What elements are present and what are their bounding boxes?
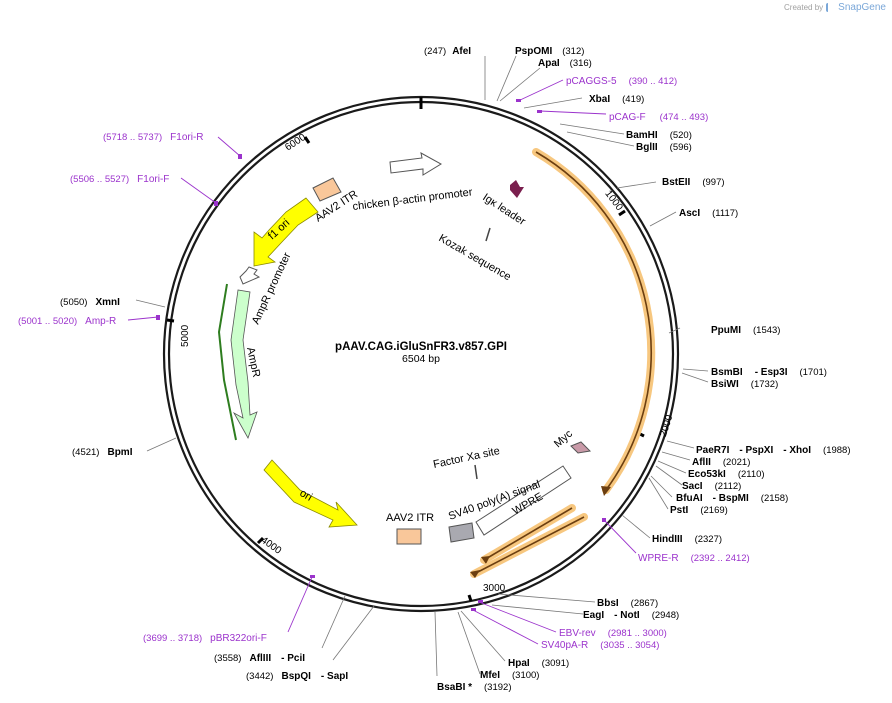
site-leaders: [135, 55, 709, 677]
primer-markers: [156, 99, 606, 611]
primer-pcaggs-5: pCAGGS-5(390 .. 412): [566, 76, 677, 87]
site-hindiii: HindIII(2327): [652, 534, 722, 545]
label-aav2-itr-bottom: AAV2 ITR: [386, 512, 434, 524]
primer-wpre-r: WPRE-R(2392 .. 2412): [638, 553, 750, 564]
plasmid-name: pAAV.CAG.iGluSnFR3.v857.GPI: [335, 341, 507, 353]
site-eco53ki: Eco53kI(2110): [688, 469, 765, 480]
aav2-itr-bottom-box: [396, 528, 422, 545]
site-paer7i-pspxi-xhoi: PaeR7I- PspXI- XhoI(1988): [696, 445, 851, 456]
site-mfei: MfeI(3100): [480, 670, 539, 681]
plasmid-length: 6504 bp: [402, 353, 440, 365]
snapgene-logo-icon: [826, 3, 835, 12]
site-saci: SacI(2112): [682, 481, 741, 492]
factor-xa-marker: [474, 464, 478, 480]
label-cba-promoter: chicken β-actin promoter: [352, 186, 474, 213]
site-ppumi: PpuMI(1543): [711, 325, 780, 336]
site-bfuai-bspmi: BfuAI- BspMI(2158): [676, 493, 788, 504]
site-bpmi: (4521)BpmI: [72, 447, 133, 458]
ampr-orf-line: [217, 283, 237, 441]
site-psti: PstI(2169): [670, 505, 728, 516]
site-pspomi: PspOMI(312): [515, 46, 584, 57]
sv40-polya-box: [448, 522, 475, 543]
primer-amp-r: (5001 .. 5020)Amp-R: [18, 316, 116, 327]
created-by-text: Created by: [784, 3, 824, 12]
site-bglii: BglII(596): [636, 142, 692, 153]
site-bsteii: BstEII(997): [662, 177, 725, 188]
site-hpai: HpaI(3091): [508, 658, 569, 669]
primer-f1ori-f: (5506 .. 5527)F1ori-F: [70, 174, 169, 185]
primer-sv40pa-r: SV40pA-R(3035 .. 3054): [541, 640, 659, 651]
label-factor-xa: Factor Xa site: [432, 445, 501, 471]
orf-segment-arrow-1: [483, 507, 573, 561]
site-xbai: XbaI(419): [589, 94, 644, 105]
orf-main-arrowhead: [601, 486, 611, 496]
ruler-label-4000: 4000: [259, 535, 284, 557]
ruler-label-5000: 5000: [180, 324, 191, 347]
primer-pbr322ori-f: (3699 .. 3718)pBR322ori-F: [143, 633, 267, 644]
orf-main-arrow: [535, 151, 652, 491]
site-xmni: (5050)XmnI: [60, 297, 120, 308]
myc-tag-arrow: [570, 441, 592, 454]
orf-segment-arrow-2: [473, 516, 585, 575]
primer-ebv-rev: EBV-rev(2981 .. 3000): [559, 628, 667, 639]
snapgene-brand: SnapGene: [838, 2, 886, 13]
site-apai: ApaI(316): [538, 58, 592, 69]
ampr-arrow: [230, 289, 258, 439]
site-afei: (247)AfeI: [424, 46, 471, 57]
site-bamhi: BamHI(520): [626, 130, 692, 141]
site-bbsi: BbsI(2867): [597, 598, 658, 609]
site-bsmbi-esp3i: BsmBI- Esp3I(1701): [711, 367, 827, 378]
label-igk-leader: Igκ leader: [480, 191, 527, 228]
site-asci: AscI(1117): [679, 208, 738, 219]
primer-pcag-f: pCAG-F(474 .. 493): [609, 112, 708, 123]
wpre-box: [475, 465, 572, 536]
orf-segment-arrowhead-1: [481, 556, 490, 564]
snapgene-watermark: Created by SnapGene: [784, 2, 886, 13]
site-bsabi: BsaBI *(3192): [437, 682, 511, 693]
site-aflii: AflII(2021): [692, 457, 750, 468]
site-afliii-pcii: (3558)AflIII- PciI: [214, 653, 305, 664]
label-kozak: Kozak sequence: [437, 232, 513, 283]
site-eagi-noti: EagI- NotI(2948): [583, 610, 679, 621]
igk-leader-arrow: [510, 180, 524, 198]
site-bsiwi: BsiWI(1732): [711, 379, 778, 390]
ori-arrow: [263, 459, 358, 528]
cba-promoter-arrow: [389, 152, 442, 176]
primer-f1ori-r: (5718 .. 5737)F1ori-R: [103, 132, 204, 143]
site-bspqi-sapi: (3442)BspQI- SapI: [246, 671, 348, 682]
ampr-promoter-arrow: [239, 266, 261, 285]
ruler-label-3000: 3000: [483, 583, 506, 594]
label-ori: ori: [298, 487, 315, 504]
ruler-label-2000: 2000: [658, 413, 675, 438]
orf-segment-arrowhead-2: [470, 570, 480, 578]
f1-ori-arrow: [253, 197, 319, 267]
aav2-itr-top-box: [312, 177, 342, 202]
primer-leaders: [127, 79, 637, 645]
kozak-marker: [485, 227, 491, 242]
